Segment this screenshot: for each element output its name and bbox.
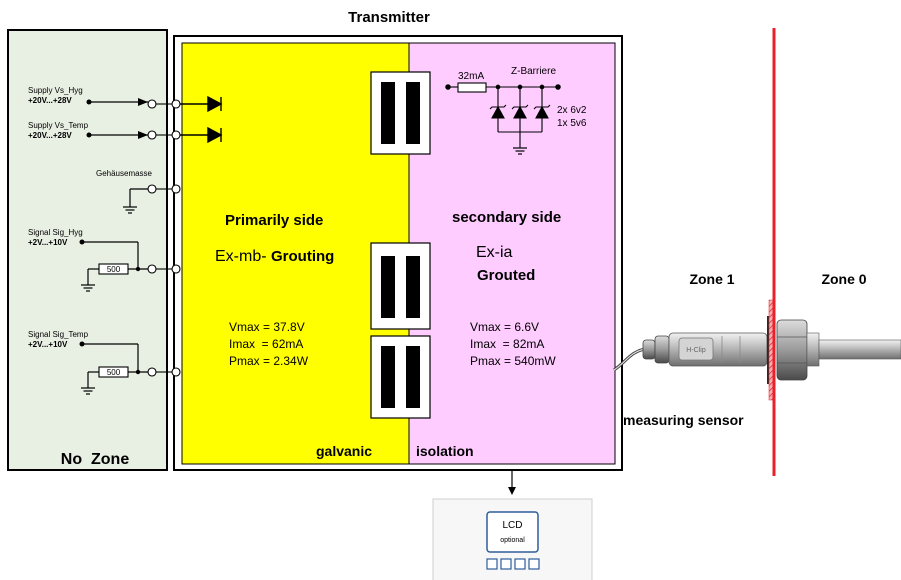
signal-hyg-range: +2V...+10V [28, 238, 68, 247]
secondary-side-area [408, 42, 616, 465]
isolation-label: isolation [416, 443, 474, 459]
no-zone-label: No Zone [61, 451, 130, 468]
housing-ground-label: Gehäusemasse [96, 169, 153, 178]
supply-hyg-connector [147, 99, 157, 109]
signal-hyg-connector [147, 264, 157, 274]
transmitter-title: Transmitter [348, 9, 430, 26]
secondary-vmax: Vmax = 6.6V [470, 320, 539, 334]
grouted-label: Grouted [477, 267, 535, 284]
resistor-hyg-value: 500 [107, 265, 121, 274]
signal-hyg-label: Signal Sig_Hyg [28, 228, 83, 237]
measuring-sensor-label: measuring sensor [623, 412, 744, 428]
lcd-button [486, 558, 498, 570]
supply-temp-label: Supply Vs_Temp [28, 121, 89, 130]
arrow-icon [138, 131, 148, 139]
signal-temp-range: +2V...+10V [28, 340, 68, 349]
no-zone-panel: No Zone Supply Vs_Hyg +20V...+28V Supply… [7, 29, 168, 471]
zone-0-label: Zone 0 [821, 271, 866, 287]
z-barrier-label: Z-Barriere [511, 66, 556, 77]
secondary-pmax: Pmax = 540mW [470, 354, 556, 368]
lcd-display-module: LCD optional [432, 498, 593, 580]
galvanic-label: galvanic [316, 443, 372, 459]
supply-hyg-range: +20V...+28V [28, 96, 72, 105]
arrow-down-icon [508, 487, 516, 495]
fuse-label: 32mA [458, 71, 484, 82]
isolation-coupler-middle [370, 242, 431, 330]
lcd-screen [486, 511, 539, 553]
zener-diode-icon [533, 104, 551, 119]
lcd-connection [508, 470, 516, 495]
primary-protection-label: Ex-mb- Grouting [215, 248, 334, 265]
lcd-button [528, 558, 540, 570]
diode-spec-2: 1x 5v6 [557, 118, 587, 129]
housing-ground-connector [147, 184, 157, 194]
supply-temp-range: +20V...+28V [28, 131, 72, 140]
zener-diode-icon [511, 104, 529, 119]
ground-icon [513, 147, 527, 155]
ground-icon [123, 206, 137, 214]
lcd-optional-label: optional [500, 537, 525, 544]
primary-imax: Imax = 62mA [229, 337, 303, 351]
secondary-protection-label: Ex-ia [476, 244, 513, 261]
diode-icon [180, 95, 223, 113]
resistor-temp-value: 500 [107, 368, 121, 377]
measuring-sensor-icon: H-Clip [613, 299, 901, 401]
supply-temp-connector [147, 130, 157, 140]
h-clip-label: H-Clip [686, 347, 706, 354]
secondary-side-heading: secondary side [452, 209, 561, 226]
zener-diode-icon [489, 104, 507, 119]
isolation-coupler-bottom [370, 335, 431, 419]
fuse-icon [457, 82, 487, 93]
primary-vmax: Vmax = 37.8V [229, 320, 305, 334]
lcd-label: LCD [502, 520, 522, 531]
secondary-imax: Imax = 82mA [470, 337, 544, 351]
ground-icon [81, 284, 95, 292]
signal-temp-label: Signal Sig_Temp [28, 330, 89, 339]
primary-side-heading: Primarily side [225, 212, 323, 229]
diode-spec-1: 2x 6v2 [557, 105, 587, 116]
lcd-button [514, 558, 526, 570]
transmitter-connectors [156, 99, 181, 377]
arrow-icon [138, 98, 148, 106]
signal-temp-connector [147, 367, 157, 377]
ground-icon [81, 387, 95, 395]
diode-icon [180, 126, 223, 144]
isolation-coupler-top [370, 71, 431, 155]
zone-1-label: Zone 1 [689, 271, 734, 287]
primary-pmax: Pmax = 2.34W [229, 354, 309, 368]
supply-hyg-label: Supply Vs_Hyg [28, 86, 83, 95]
lcd-button [500, 558, 512, 570]
